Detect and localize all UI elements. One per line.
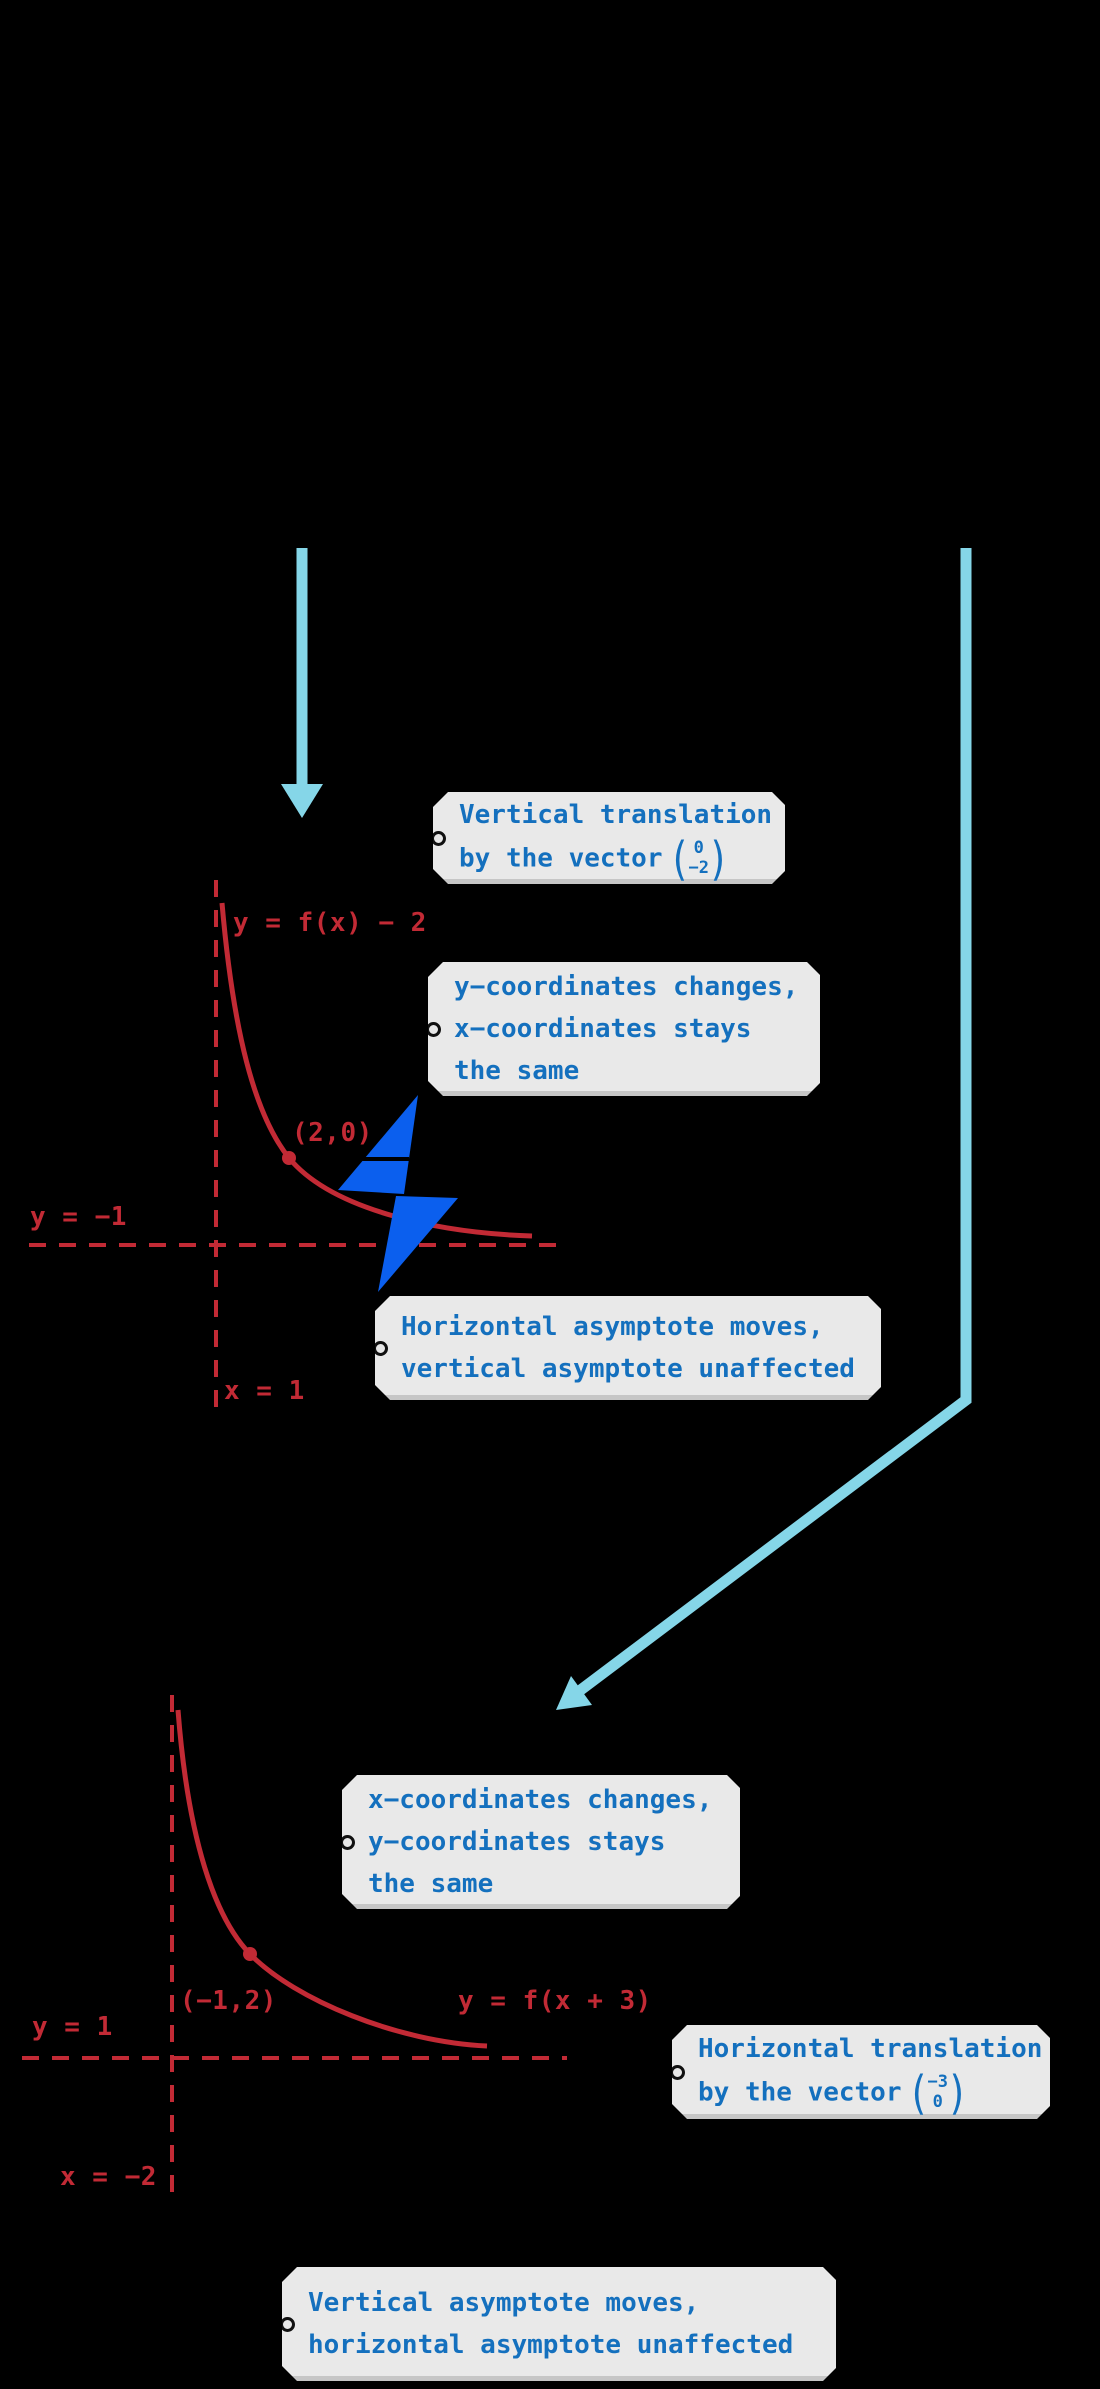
vector-top: −3 — [927, 2072, 948, 2093]
tag-text: y−coordinates stays — [368, 1827, 666, 1857]
graph1-curve-label: y = f(x) − 2 — [233, 908, 427, 938]
tag-text: Vertical asymptote moves, — [308, 2288, 700, 2318]
tag-vertical-translation: Vertical translation by the vector (0−2) — [433, 792, 785, 884]
tag-text: horizontal asymptote unaffected — [308, 2330, 794, 2360]
tag-text: y−coordinates changes, — [454, 972, 799, 1002]
graph2-horizontal-asymptote-label: y = 1 — [32, 2012, 113, 2042]
vector-paren: ) — [949, 2066, 965, 2120]
vector-paren: ( — [672, 832, 687, 886]
diagonal-arrow-shaft — [570, 548, 972, 1700]
vector-values: 0−2 — [688, 839, 708, 878]
diagonal-arrow-head-icon — [556, 1676, 592, 1710]
tag-text: x−coordinates stays — [454, 1014, 752, 1044]
graph2-point-dot — [243, 1947, 257, 1961]
tag-text: by the vector — [459, 843, 663, 874]
tag-eyelet-icon — [426, 1022, 441, 1037]
vector-bottom: 0 — [932, 2092, 943, 2112]
graph1-point-label: (2,0) — [292, 1118, 373, 1148]
vector-top: 0 — [693, 838, 704, 859]
tag-eyelet-icon — [431, 831, 446, 846]
tag-eyelet-icon — [340, 1835, 355, 1850]
tag-text: Horizontal translation — [698, 2034, 1043, 2064]
tag-text: by the vector (0−2) — [459, 836, 785, 882]
tag-text: x−coordinates changes, — [368, 1785, 713, 1815]
tag-eyelet-icon — [280, 2317, 295, 2332]
tag-eyelet-icon — [670, 2065, 685, 2080]
graph1-horizontal-asymptote-label: y = −1 — [30, 1202, 127, 1232]
tag-text: Vertical translation — [459, 800, 773, 830]
tag-horizontal-asymptote-moves: Horizontal asymptote moves, vertical asy… — [375, 1296, 881, 1400]
tag-eyelet-icon — [373, 1341, 388, 1356]
vector-bottom: −2 — [688, 858, 709, 878]
down-arrow-head-icon — [281, 784, 323, 818]
tag-text: the same — [368, 1869, 494, 1899]
graph2-vertical-asymptote-label: x = −2 — [60, 2162, 157, 2192]
tag-x-coordinates-change: x−coordinates changes, y−coordinates sta… — [342, 1775, 740, 1909]
tag-text: the same — [454, 1056, 580, 1086]
graph1-vertical-asymptote-label: x = 1 — [224, 1376, 305, 1406]
tag-text: vertical asymptote unaffected — [401, 1354, 855, 1384]
tag-vertical-asymptote-moves: Vertical asymptote moves, horizontal asy… — [282, 2267, 836, 2381]
graph2-curve-label: y = f(x + 3) — [458, 1986, 652, 2016]
column-vector: (0−2) — [671, 836, 727, 882]
graph1-point-dot — [282, 1151, 296, 1165]
vector-paren: ) — [710, 832, 726, 886]
lightning-bolt-icon — [338, 1095, 418, 1194]
tag-text: by the vector — [698, 2077, 902, 2108]
vector-paren: ( — [911, 2066, 926, 2120]
graph2-point-label: (−1,2) — [180, 1986, 277, 2016]
lightning-bolt-icon — [378, 1196, 458, 1292]
tag-text: Horizontal asymptote moves, — [401, 1312, 824, 1342]
tag-y-coordinates-change: y−coordinates changes, x−coordinates sta… — [428, 962, 820, 1096]
